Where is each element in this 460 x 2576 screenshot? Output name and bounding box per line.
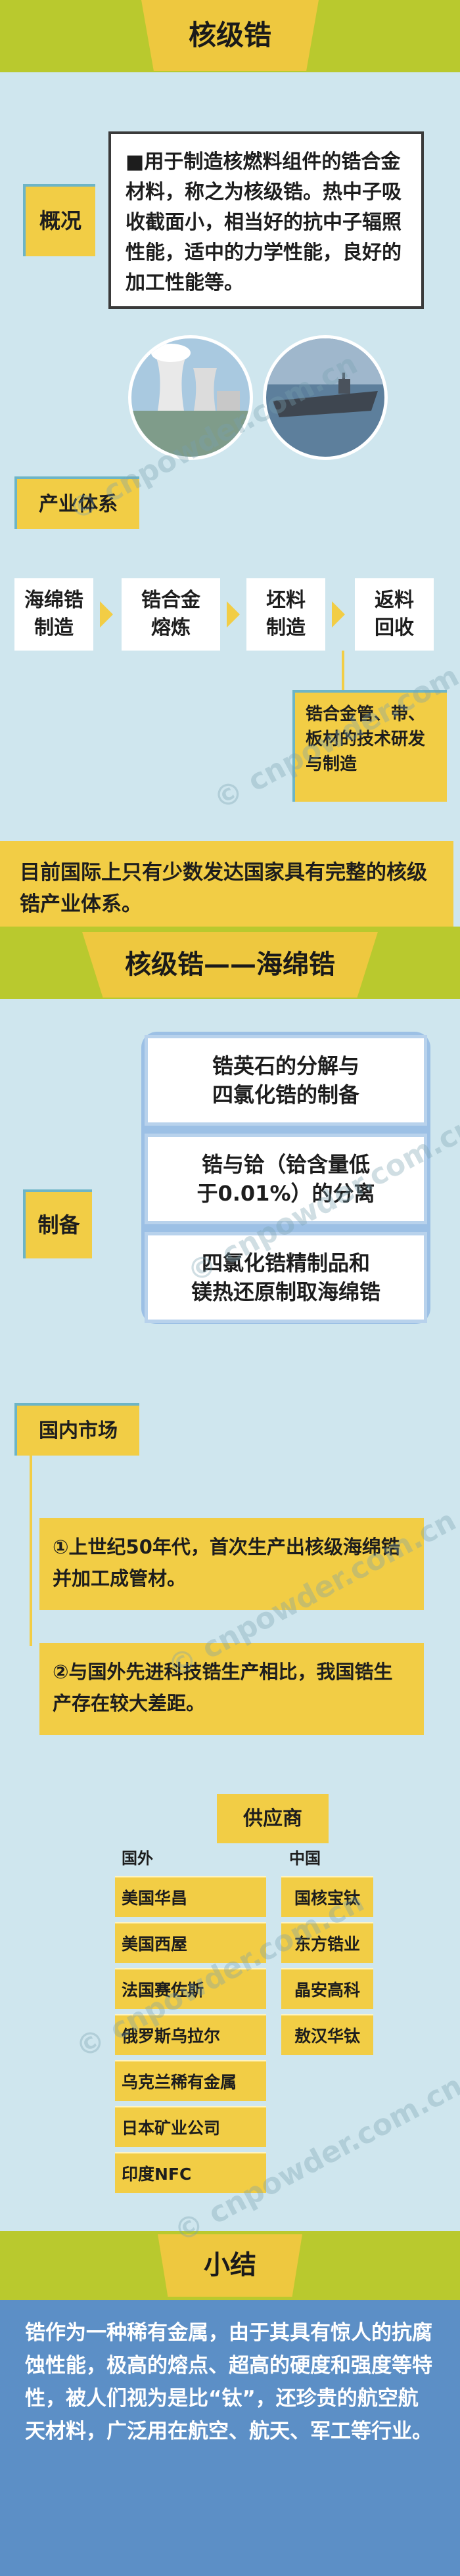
industry-system-label: 产业体系 — [14, 476, 139, 529]
prep-step-text: 四氯化锆精制品和 镁热还原制取海绵锆 — [191, 1251, 380, 1304]
chain-arrow — [332, 601, 345, 628]
foreign-supplier: 美国华昌 — [115, 1876, 266, 1917]
domestic-column-header: 中国 — [289, 1849, 321, 1868]
domestic-supplier: 晶安高科 — [281, 1968, 373, 2009]
chain-step-label: 锆合金 熔炼 — [141, 589, 200, 639]
domestic-supplier: 国核宝钛 — [281, 1876, 373, 1917]
prep-step-text: 锆英石的分解与 四氯化锆的制备 — [212, 1053, 359, 1107]
foreign-supplier: 乌克兰稀有金属 — [115, 2060, 266, 2101]
conclusion-text: 锆作为一种稀有金属，由于其具有惊人的抗腐蚀性能，极高的熔点、超高的硬度和强度等特… — [0, 2300, 460, 2576]
chain-connector — [342, 651, 344, 703]
suppliers-title: 供应商 — [217, 1794, 329, 1843]
industry-summary: 目前国际上只有少数发达国家具有完整的核级锆产业体系。 — [0, 841, 453, 940]
chain-step-sponge-zirconium: 海绵锆 制造 — [14, 578, 93, 651]
section-title-2: 核级锆——海绵锆 — [82, 932, 378, 998]
chain-step-alloy-melting: 锆合金 熔炼 — [122, 578, 220, 651]
chain-step-recycling: 返料 回收 — [355, 578, 434, 651]
foreign-column-header: 国外 — [122, 1849, 153, 1868]
foreign-supplier: 俄罗斯乌拉尔 — [115, 2014, 266, 2055]
foreign-supplier: 美国西屋 — [115, 1922, 266, 1963]
chain-step-label: 返料 回收 — [375, 589, 414, 639]
domestic-market-label: 国内市场 — [14, 1403, 139, 1456]
prep-step-1: 锆英石的分解与 四氯化锆的制备 — [148, 1038, 424, 1122]
foreign-supplier: 法国赛佐斯 — [115, 1968, 266, 2009]
chain-step-label: 坯料 制造 — [266, 589, 306, 639]
market-connector — [30, 1456, 32, 1646]
chain-note: 锆合金管、带、板材的技术研发与制造 — [292, 690, 447, 802]
overview-label: 概况 — [23, 184, 95, 256]
market-point-2: ②与国外先进科技锆生产相比，我国锆生产存在较大差距。 — [39, 1643, 424, 1735]
preparation-label: 制备 — [23, 1189, 92, 1258]
foreign-supplier: 印度NFC — [115, 2152, 266, 2193]
chain-step-label: 海绵锆 制造 — [24, 589, 83, 639]
section-title-3: 小结 — [158, 2234, 302, 2297]
market-point-1: ①上世纪50年代，首次生产出核级海绵锆并加工成管材。 — [39, 1518, 424, 1610]
prep-step-3: 四氯化锆精制品和 镁热还原制取海绵锆 — [148, 1235, 424, 1320]
chain-arrow — [100, 601, 113, 628]
section-title-1: 核级锆 — [141, 0, 319, 71]
domestic-supplier: 东方锆业 — [281, 1922, 373, 1963]
prep-step-text: 锆与铪（铪含量低 于0.01%）的分离 — [196, 1152, 375, 1206]
chain-step-billet-manufacturing: 坯料 制造 — [246, 578, 325, 651]
foreign-supplier: 日本矿业公司 — [115, 2106, 266, 2147]
overview-description: ■用于制造核燃料组件的锆合金材料，称之为核级锆。热中子吸收截面小，相当好的抗中子… — [108, 131, 424, 309]
prep-step-2: 锆与铪（铪含量低 于0.01%）的分离 — [148, 1137, 424, 1221]
domestic-supplier: 敖汉华钛 — [281, 2014, 373, 2055]
chain-arrow — [227, 601, 240, 628]
